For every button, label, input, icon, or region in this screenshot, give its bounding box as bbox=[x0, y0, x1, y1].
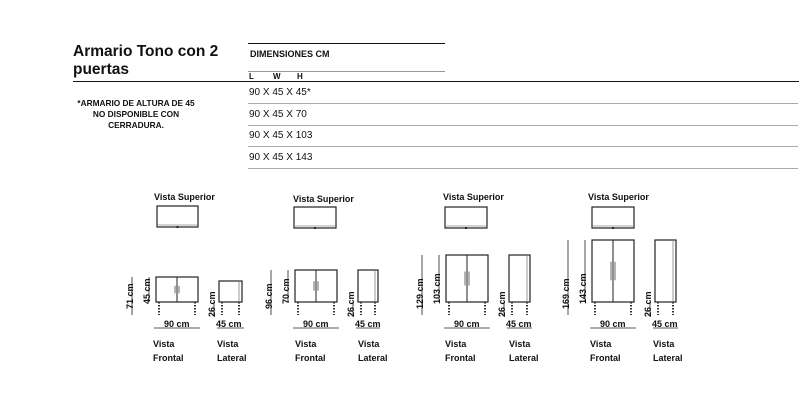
front-view-label: Vista Frontal bbox=[295, 339, 326, 363]
total-height-label: 129 cm bbox=[415, 278, 425, 309]
depth-label: 45 cm bbox=[216, 319, 242, 329]
width-label: 90 cm bbox=[303, 319, 329, 329]
total-height-label: 71 cm bbox=[125, 283, 135, 309]
width-label: 90 cm bbox=[600, 319, 626, 329]
top-view-label: Vista Superior bbox=[293, 194, 354, 204]
col-height: H bbox=[297, 72, 303, 81]
leg-height-label: 26 cm bbox=[346, 291, 356, 317]
dimension-row: 90 X 45 X 103 bbox=[248, 125, 798, 146]
depth-label: 45 cm bbox=[506, 319, 532, 329]
dimensions-top-rule bbox=[248, 43, 445, 44]
body-height-label: 45 cm bbox=[142, 278, 152, 304]
top-view-box bbox=[444, 206, 488, 229]
dimension-row: 90 X 45 X 70 bbox=[248, 104, 798, 125]
top-view-handle bbox=[176, 226, 179, 228]
total-height-label: 169 cm bbox=[561, 278, 571, 309]
width-label: 90 cm bbox=[164, 319, 190, 329]
dimension-value: 90 X 45 X 143 bbox=[249, 152, 313, 163]
dimensions-heading: DIMENSIONES CM bbox=[250, 49, 330, 59]
dimensions-heading-rule bbox=[248, 71, 445, 72]
dimension-row: 90 X 45 X 45* bbox=[248, 82, 798, 103]
side-body bbox=[357, 269, 379, 303]
title-divider bbox=[73, 81, 799, 82]
depth-label: 45 cm bbox=[355, 319, 381, 329]
row-divider bbox=[248, 103, 798, 104]
side-view-label: Vista Lateral bbox=[509, 339, 539, 363]
front-view-label: Vista Frontal bbox=[590, 339, 621, 363]
top-view-box bbox=[156, 205, 199, 228]
top-view-handle bbox=[612, 227, 614, 229]
body-height-label: 70 cm bbox=[281, 278, 291, 304]
dimension-value: 90 X 45 X 103 bbox=[249, 130, 313, 141]
col-width: W bbox=[273, 72, 281, 81]
front-view-label: Vista Frontal bbox=[153, 339, 184, 363]
row-divider bbox=[248, 125, 798, 126]
product-title: Armario Tono con 2 puertas bbox=[73, 43, 219, 78]
total-height-label: 96 cm bbox=[264, 283, 274, 309]
side-body bbox=[508, 254, 531, 303]
dimension-value: 90 X 45 X 45* bbox=[249, 87, 311, 98]
front-view-label: Vista Frontal bbox=[445, 339, 476, 363]
leg-height-label: 26 cm bbox=[207, 291, 217, 317]
top-view-label: Vista Superior bbox=[588, 192, 649, 202]
depth-label: 45 cm bbox=[652, 319, 678, 329]
top-view-box bbox=[591, 206, 635, 229]
side-body bbox=[654, 239, 677, 303]
top-view-label: Vista Superior bbox=[443, 192, 504, 202]
col-length: L bbox=[249, 72, 254, 81]
top-view-box bbox=[293, 206, 337, 229]
side-view-label: Vista Lateral bbox=[217, 339, 247, 363]
row-divider bbox=[248, 168, 798, 169]
body-height-label: 143 cm bbox=[578, 273, 588, 304]
top-view-handle bbox=[314, 227, 316, 229]
side-view-label: Vista Lateral bbox=[653, 339, 683, 363]
row-divider bbox=[248, 146, 798, 147]
side-view-label: Vista Lateral bbox=[358, 339, 388, 363]
width-label: 90 cm bbox=[454, 319, 480, 329]
top-view-label: Vista Superior bbox=[154, 192, 215, 202]
side-body bbox=[218, 280, 243, 303]
leg-height-label: 26 cm bbox=[497, 291, 507, 317]
body-height-label: 103 cm bbox=[432, 273, 442, 304]
dimension-value: 90 X 45 X 70 bbox=[249, 109, 307, 120]
lock-note: *ARMARIO DE ALTURA DE 45 NO DISPONIBLE C… bbox=[77, 98, 195, 130]
dimension-row: 90 X 45 X 143 bbox=[248, 147, 798, 168]
top-view-handle bbox=[465, 227, 467, 229]
leg-height-label: 26 cm bbox=[643, 291, 653, 317]
